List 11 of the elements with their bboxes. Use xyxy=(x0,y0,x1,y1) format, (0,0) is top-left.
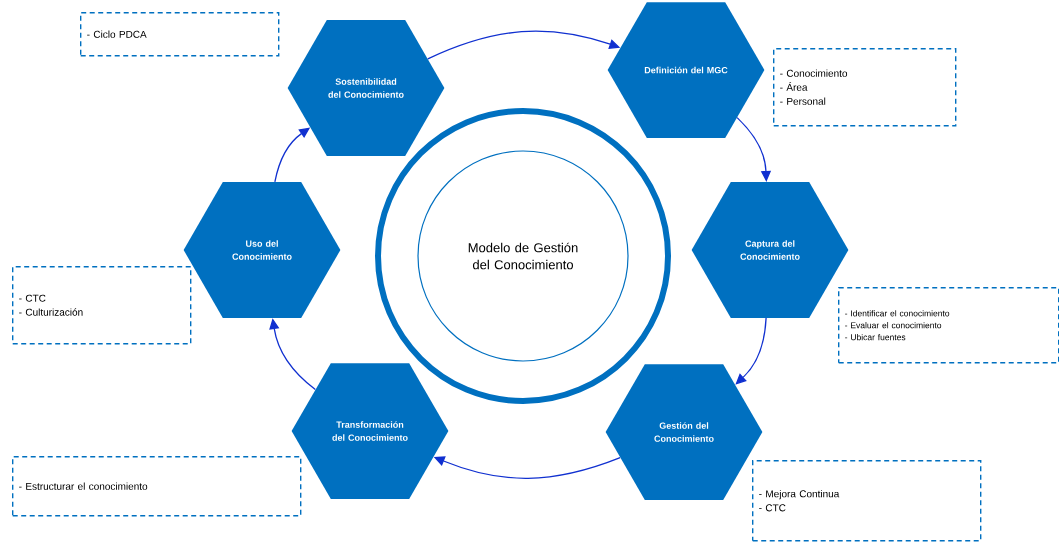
hexagon-node: Transformación del Conocimiento xyxy=(291,363,449,499)
dashed-list-box: - Ciclo PDCA xyxy=(80,12,280,57)
arrow xyxy=(735,317,767,385)
dashed-list-box: - CTC - Culturización xyxy=(12,266,192,345)
dashed-list-box: - Mejora Continua - CTC xyxy=(752,460,982,542)
dashed-list-box: - Estructurar el conocimiento xyxy=(12,456,302,517)
hexagon-node: Sostenibilidad del Conocimiento xyxy=(287,20,445,156)
hexagon-node: Uso del Conocimiento xyxy=(183,182,341,318)
dashed-list-box: - Identificar el conocimiento - Evaluar el conocimiento - Ubicar fuentes xyxy=(838,287,1059,364)
hexagon-node: Definición del MGC xyxy=(607,2,765,138)
dashed-list-box: - Conocimiento - Área - Personal xyxy=(773,48,957,127)
